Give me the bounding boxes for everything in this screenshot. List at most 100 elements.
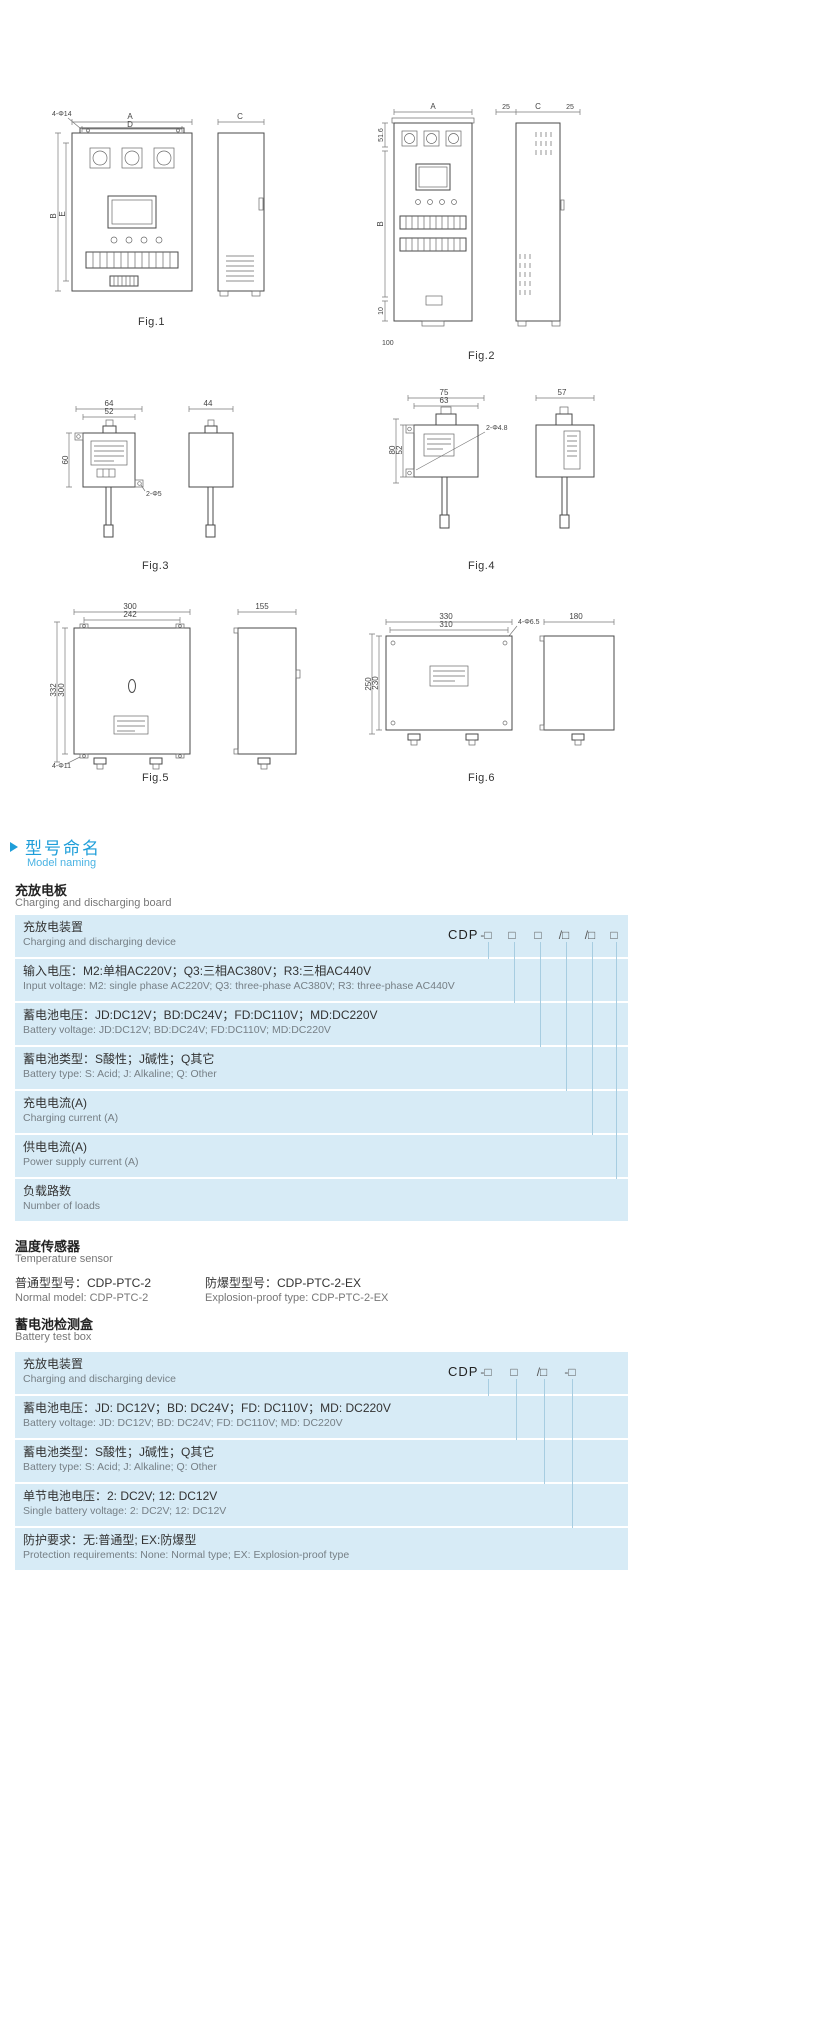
naming-row: 供电电流(A) Power supply current (A) xyxy=(15,1135,628,1177)
sensor-explosion-en: Explosion-proof type: CDP-PTC-2-EX xyxy=(205,1292,389,1304)
model-slot: □ xyxy=(534,928,542,942)
sensor-explosion-zh: 防爆型型号：CDP-PTC-2-EX xyxy=(205,1276,362,1290)
naming-row: 蓄电池电压：JD: DC12V；BD: DC24V；FD: DC110V；MD:… xyxy=(15,1396,628,1438)
model-slot: /□ xyxy=(536,1365,548,1379)
row-label-en: Battery type: S: Acid; J: Alkaline; Q: O… xyxy=(23,1068,217,1080)
row-label-en: Protection requirements: None: Normal ty… xyxy=(23,1549,350,1561)
row-label-zh: 供电电流(A) xyxy=(23,1140,87,1154)
fig5-front-view xyxy=(73,623,191,770)
row-label-zh: 负载路数 xyxy=(23,1184,72,1198)
naming-row: 输入电压：M2:单相AC220V；Q3:三相AC380V；R3:三相AC440V… xyxy=(15,959,628,1001)
dim-label: C xyxy=(237,112,243,121)
connector-line xyxy=(540,942,541,1047)
figure-6-drawing: 330 310 4-Φ6.5 250 230 180 xyxy=(364,612,615,746)
dim-label: 250 xyxy=(364,677,373,691)
fig2-dimensions: A 51.6 B 10 100 25 C 25 xyxy=(376,102,581,347)
row-label-en: Single battery voltage: 2: DC2V; 12: DC1… xyxy=(23,1505,227,1517)
figure-5-caption: Fig.5 xyxy=(142,772,169,784)
dim-label: C xyxy=(535,102,541,111)
row-label-zh: 防护要求：无:普通型; EX:防爆型 xyxy=(23,1533,197,1547)
figure-3-drawing: 64 52 60 2-Φ5 44 xyxy=(61,399,234,538)
dim-label: 4-Φ6.5 xyxy=(518,619,540,626)
dim-label: 300 xyxy=(57,683,66,697)
dim-label: E xyxy=(58,211,67,216)
naming-row: 蓄电池电压：JD:DC12V；BD:DC24V；FD:DC110V；MD:DC2… xyxy=(15,1003,628,1045)
figure-1-caption: Fig.1 xyxy=(138,316,165,328)
fig2-side-view xyxy=(515,122,565,327)
row-label-zh: 单节电池电压：2: DC2V; 12: DC12V xyxy=(23,1489,218,1503)
row-label-zh: 充放电装置 xyxy=(23,920,84,934)
fig4-dimensions: 75 63 80 52 2-Φ4.8 57 xyxy=(388,388,595,484)
row-label-zh: 蓄电池类型：S酸性；J碱性；Q其它 xyxy=(23,1052,215,1066)
model-slot: -□ xyxy=(480,928,492,942)
testbox-naming-table: 充放电装置 Charging and discharging device CD… xyxy=(15,1352,628,1572)
figure-4-drawing: 75 63 80 52 2-Φ4.8 57 xyxy=(388,388,595,529)
fig3-side-view xyxy=(188,419,234,538)
figure-2-caption: Fig.2 xyxy=(468,350,495,362)
row-label-en: Charging and discharging device xyxy=(23,1373,176,1385)
fig6-side-view xyxy=(539,635,615,746)
dim-label: 75 xyxy=(440,388,449,397)
dim-label: D xyxy=(127,120,133,129)
row-label-en: Charging current (A) xyxy=(23,1112,119,1124)
fig4-side-view xyxy=(535,406,595,529)
testbox-heading-zh: 蓄电池检测盒 xyxy=(15,1317,94,1332)
dim-label: 64 xyxy=(105,399,114,408)
dim-label: A xyxy=(127,112,133,121)
dim-label: 10 xyxy=(378,307,385,315)
dim-label: B xyxy=(376,221,385,226)
dim-label: 300 xyxy=(123,602,137,611)
fig5-dimensions: 300 242 332 300 4-Φ11 155 xyxy=(49,602,297,770)
figure-6-caption: Fig.6 xyxy=(468,772,495,784)
section-header: 型号命名 xyxy=(10,834,101,859)
board-naming-table: 充放电装置 Charging and discharging device CD… xyxy=(15,915,628,1223)
naming-row: 单节电池电压：2: DC2V; 12: DC12V Single battery… xyxy=(15,1484,628,1526)
dim-label: 25 xyxy=(566,104,574,111)
dim-label: 155 xyxy=(255,602,269,611)
dim-label: B xyxy=(49,213,58,218)
sensor-heading-en: Temperature sensor xyxy=(15,1253,113,1265)
naming-row: 充电电流(A) Charging current (A) xyxy=(15,1091,628,1133)
dim-label: 80 xyxy=(388,445,397,454)
row-label-en: Charging and discharging device xyxy=(23,936,176,948)
dim-label: 180 xyxy=(569,612,583,621)
sensor-heading-zh: 温度传感器 xyxy=(15,1239,81,1254)
model-prefix: CDP xyxy=(448,1364,479,1379)
section-title-en: Model naming xyxy=(27,857,97,869)
connector-line xyxy=(616,942,617,1179)
dim-label: 57 xyxy=(558,388,567,397)
connector-line xyxy=(516,1379,517,1440)
naming-row: 充放电装置 Charging and discharging device CD… xyxy=(15,1352,628,1394)
connector-line xyxy=(592,942,593,1135)
dim-label: 310 xyxy=(439,620,453,629)
figure-5-drawing: 300 242 332 300 4-Φ11 155 xyxy=(49,602,301,770)
fig3-dimensions: 64 52 60 2-Φ5 44 xyxy=(61,399,234,498)
dim-label: 4-Φ14 xyxy=(52,111,72,118)
model-prefix: CDP xyxy=(448,927,479,942)
section-title-zh: 型号命名 xyxy=(25,839,101,858)
model-slot: □ xyxy=(508,928,516,942)
row-label-en: Input voltage: M2: single phase AC220V; … xyxy=(23,980,455,992)
board-heading-zh: 充放电板 xyxy=(15,883,68,898)
sensor-normal-en: Normal model: CDP-PTC-2 xyxy=(15,1292,149,1304)
dim-label: 2-Φ5 xyxy=(146,491,162,498)
fig6-dimensions: 330 310 4-Φ6.5 250 230 180 xyxy=(364,612,615,735)
model-slot: /□ xyxy=(584,928,596,942)
sensor-normal-zh: 普通型型号：CDP-PTC-2 xyxy=(15,1276,152,1290)
model-slot: -□ xyxy=(564,1365,576,1379)
naming-row: 蓄电池类型：S酸性；J碱性；Q其它 Battery type: S: Acid;… xyxy=(15,1440,628,1482)
naming-row: 防护要求：无:普通型; EX:防爆型 Protection requiremen… xyxy=(15,1528,628,1570)
dim-label: A xyxy=(430,102,436,111)
figure-1-drawing: 4-Φ14 A D B E C xyxy=(49,111,265,297)
figure-4-caption: Fig.4 xyxy=(468,560,495,572)
model-slot: -□ xyxy=(480,1365,492,1379)
dim-label: 63 xyxy=(440,396,449,405)
row-label-en: Battery voltage: JD: DC12V; BD: DC24V; F… xyxy=(23,1417,343,1429)
row-label-en: Battery voltage: JD:DC12V; BD:DC24V; FD:… xyxy=(23,1024,331,1036)
connector-line xyxy=(544,1379,545,1484)
figure-3-caption: Fig.3 xyxy=(142,560,169,572)
fig6-front-view xyxy=(385,635,513,746)
dim-label: 4-Φ11 xyxy=(52,763,71,770)
fig3-front-view xyxy=(74,419,144,538)
